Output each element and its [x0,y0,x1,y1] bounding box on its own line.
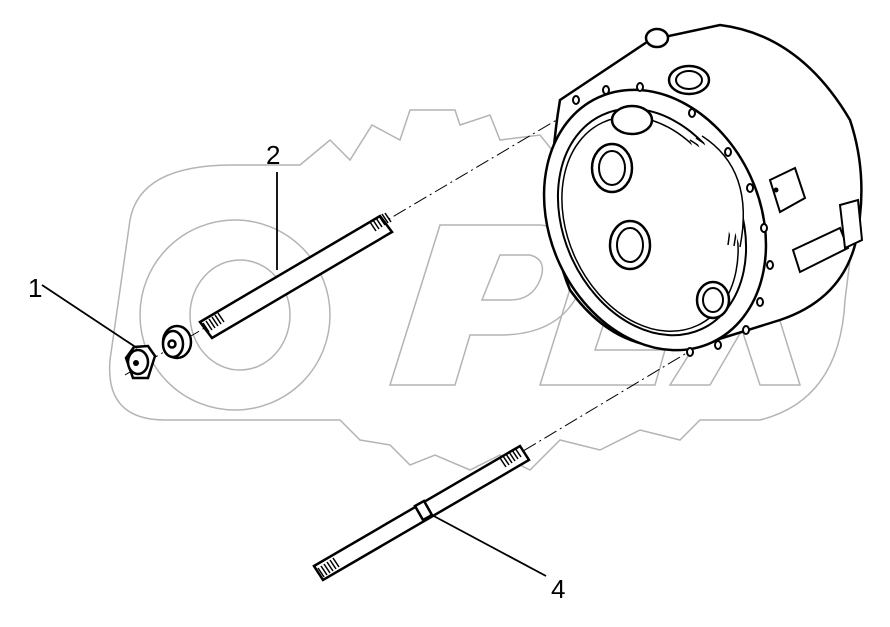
stud-long-thread-right [499,447,522,468]
leader-line-1 [41,284,138,349]
leader-lines [41,172,547,577]
flange-bolt-holes [572,82,774,357]
callout-label-4: 4 [551,574,566,604]
housing-bore-top [610,104,654,136]
hex-nut [124,344,157,380]
callout-label-1: 1 [28,273,43,303]
stud-long-thread-left [317,557,340,578]
stud-short-thread-right [369,212,392,232]
housing-side-pad-upper [768,166,807,214]
stud-bolt-long [312,444,531,582]
stud-bolt-short [198,212,394,340]
watermark-letter-o-inner [189,259,291,371]
housing-top-boss [644,27,670,49]
watermark-letter-o [139,219,331,411]
washer [161,324,193,360]
leader-line-4 [429,513,547,577]
stud-short-thread-left [202,312,225,333]
housing [542,23,864,357]
housing-side-pad-lower [791,226,850,274]
callout-label-2: 2 [266,140,281,170]
